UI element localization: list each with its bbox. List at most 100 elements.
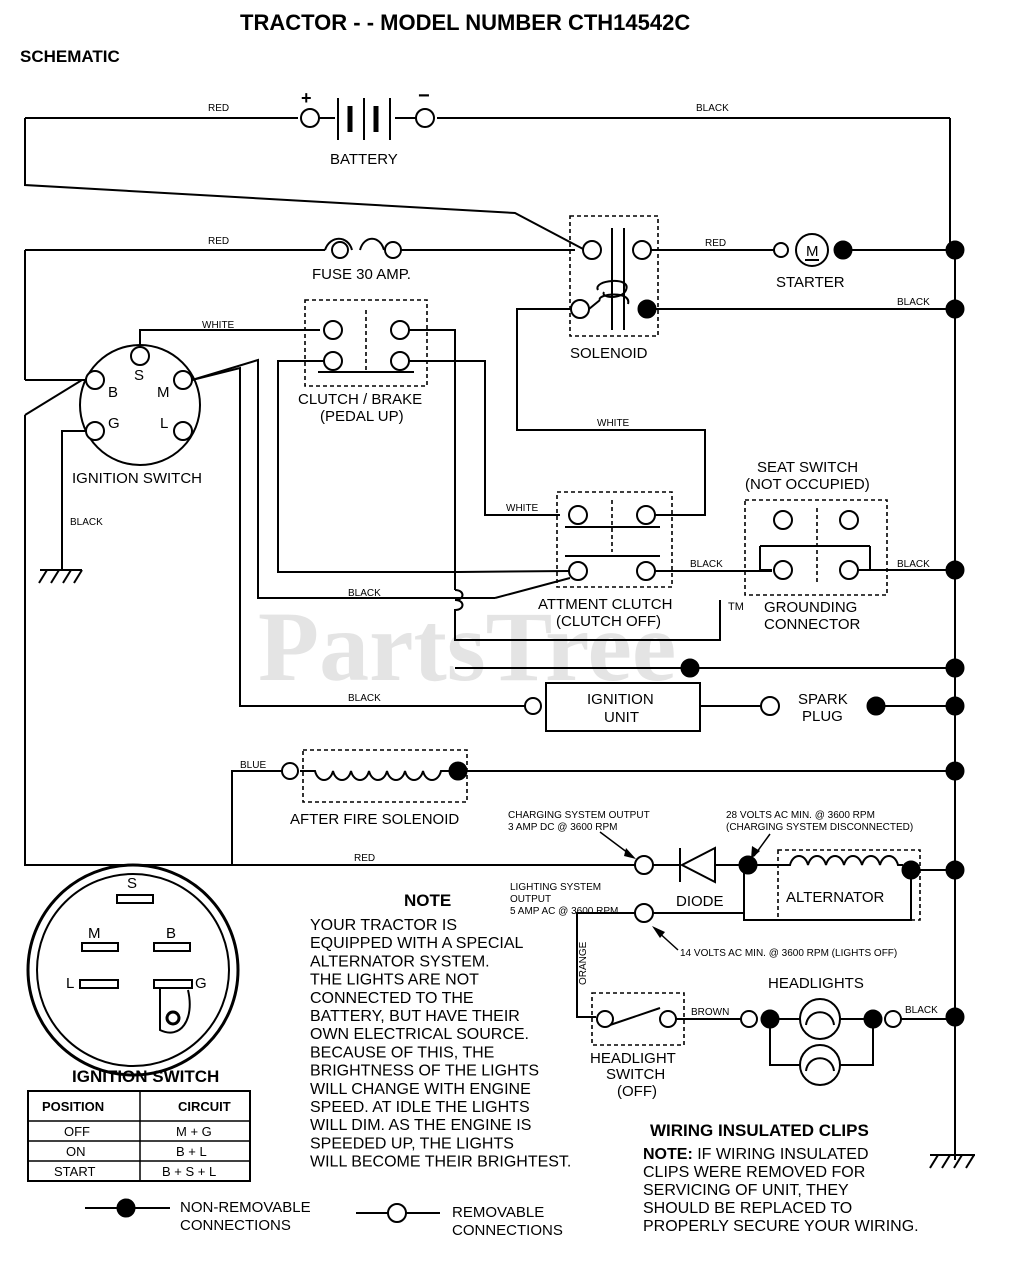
ignition-switch-label: IGNITION SWITCH bbox=[72, 470, 202, 487]
clips-line: CLIPS WERE REMOVED FOR bbox=[643, 1164, 865, 1181]
clips-line: SERVICING OF UNIT, THEY bbox=[643, 1182, 849, 1199]
ign-terminal-g: G bbox=[108, 415, 120, 432]
page-subtitle: SCHEMATIC bbox=[20, 47, 120, 66]
wire-label-red-top: RED bbox=[208, 103, 229, 114]
grounding-connector-label: GROUNDING bbox=[764, 599, 857, 616]
battery: + − BATTERY RED BLACK bbox=[24, 85, 951, 251]
starter-label: STARTER bbox=[776, 274, 845, 291]
seat-switch-sublabel: (NOT OCCUPIED) bbox=[745, 476, 870, 493]
ignition-switch-face: S M B L G bbox=[26, 863, 240, 1077]
wire-solenoid-to-attm bbox=[516, 308, 706, 516]
clutch-brake-sublabel: (PEDAL UP) bbox=[320, 408, 404, 425]
wire-label-black-ign: BLACK bbox=[70, 517, 103, 528]
lighting-spec-line2: OUTPUT bbox=[510, 894, 551, 905]
face-l: L bbox=[66, 975, 74, 992]
attm-clutch-sublabel: (CLUTCH OFF) bbox=[556, 613, 661, 630]
wire-label-blue: BLUE bbox=[240, 760, 266, 771]
charging-spec-line2: 3 AMP DC @ 3600 RPM bbox=[508, 822, 617, 833]
face-b: B bbox=[166, 925, 176, 942]
wire-label-black-seat-right: BLACK bbox=[897, 559, 930, 570]
clips-line: SHOULD BE REPLACED TO bbox=[643, 1200, 852, 1217]
ignition-switch: S B M G L IGNITION SWITCH WHITE BLACK bbox=[24, 320, 530, 866]
charging-circuit: RED CHARGING SYSTEM OUTPUT 3 AMP DC @ 36… bbox=[232, 810, 913, 910]
wire-label-white-mid: WHITE bbox=[597, 418, 630, 429]
wire-label-brown: BROWN bbox=[691, 1007, 729, 1018]
wire-label-black-attm-right: BLACK bbox=[690, 559, 723, 570]
clips-block: WIRING INSULATED CLIPS NOTE: IF WIRING I… bbox=[643, 1121, 919, 1235]
starter: M STARTER RED BLACK bbox=[651, 233, 950, 310]
wire-label-orange: ORANGE bbox=[578, 941, 589, 985]
note-line: EQUIPPED WITH A SPECIAL bbox=[310, 935, 523, 952]
headlight-switch-state: (OFF) bbox=[617, 1083, 657, 1100]
seat-switch-label: SEAT SWITCH bbox=[757, 459, 858, 476]
solenoid-label: SOLENOID bbox=[570, 345, 648, 362]
note-line: WILL CHANGE WITH ENGINE bbox=[310, 1081, 531, 1098]
solenoid: SOLENOID bbox=[569, 215, 659, 362]
wire-label-red-alt: RED bbox=[354, 853, 375, 864]
volts14-spec: 14 VOLTS AC MIN. @ 3600 RPM (LIGHTS OFF) bbox=[680, 948, 897, 959]
clips-heading: WIRING INSULATED CLIPS bbox=[650, 1121, 869, 1140]
seat-switch: SEAT SWITCH (NOT OCCUPIED) BLACK GROUNDI… bbox=[744, 459, 950, 633]
legend-removable-line2: CONNECTIONS bbox=[452, 1222, 563, 1239]
ign-table-header-position: POSITION bbox=[42, 1099, 104, 1114]
face-m: M bbox=[88, 925, 101, 942]
wire-label-black-attm-left: BLACK bbox=[348, 588, 381, 599]
volts28-spec-line2: (CHARGING SYSTEM DISCONNECTED) bbox=[726, 822, 913, 833]
note-line: THE LIGHTS ARE NOT bbox=[310, 972, 479, 989]
charging-spec-line1: CHARGING SYSTEM OUTPUT bbox=[508, 810, 650, 821]
headlight-switch: HEADLIGHT SWITCH (OFF) BROWN bbox=[590, 992, 741, 1100]
ign-table-cell: ON bbox=[66, 1144, 86, 1159]
wire-label-black-top: BLACK bbox=[696, 103, 729, 114]
spark-plug: SPARK PLUG bbox=[798, 691, 950, 725]
ign-table-header-circuit: CIRCUIT bbox=[178, 1099, 231, 1114]
ground-bus-junction bbox=[680, 658, 700, 678]
battery-plus-sign: + bbox=[301, 88, 312, 108]
battery-label: BATTERY bbox=[330, 151, 398, 168]
ign-terminal-l: L bbox=[160, 415, 168, 432]
watermark-tm: TM bbox=[728, 601, 744, 613]
clips-note-label: NOTE: bbox=[643, 1146, 693, 1163]
fuse-label: FUSE 30 AMP. bbox=[312, 266, 411, 283]
spark-plug-label: SPARK bbox=[798, 691, 848, 708]
clips-line: PROPERLY SECURE YOUR WIRING. bbox=[643, 1218, 919, 1235]
ign-terminal-m: M bbox=[157, 384, 170, 401]
lighting-spec-line1: LIGHTING SYSTEM bbox=[510, 882, 601, 893]
fuse-30-amp: FUSE 30 AMP. RED bbox=[24, 236, 575, 380]
ignition-unit-sublabel: UNIT bbox=[604, 709, 639, 726]
legend-nonremovable-line1: NON-REMOVABLE bbox=[180, 1199, 311, 1216]
diode-label: DIODE bbox=[676, 893, 724, 910]
wire-label-red-fuse: RED bbox=[208, 236, 229, 247]
note-line: SPEEDED UP, THE LIGHTS bbox=[310, 1135, 514, 1152]
wire-label-white-attm: WHITE bbox=[506, 503, 539, 514]
note-line: YOUR TRACTOR IS bbox=[310, 917, 457, 934]
ignition-unit: BLACK IGNITION UNIT bbox=[348, 682, 780, 732]
ignition-unit-label: IGNITION bbox=[587, 691, 654, 708]
ign-table-heading: IGNITION SWITCH bbox=[72, 1067, 219, 1086]
attm-clutch-label: ATTMENT CLUTCH bbox=[538, 596, 672, 613]
note-line: ALTERNATOR SYSTEM. bbox=[310, 953, 490, 970]
face-s: S bbox=[127, 875, 137, 892]
volts28-spec-line1: 28 VOLTS AC MIN. @ 3600 RPM bbox=[726, 810, 875, 821]
battery-positive-terminal bbox=[300, 108, 320, 128]
headlights-label: HEADLIGHTS bbox=[768, 975, 864, 992]
clutch-brake-label: CLUTCH / BRAKE bbox=[298, 391, 422, 408]
clips-line1: IF WIRING INSULATED bbox=[693, 1146, 869, 1163]
wire-label-black-head: BLACK bbox=[905, 1005, 938, 1016]
ignition-switch-table: IGNITION SWITCH POSITION CIRCUIT OFF M +… bbox=[27, 1067, 251, 1182]
wire-label-red-starter: RED bbox=[705, 238, 726, 249]
clutch-brake-switch: CLUTCH / BRAKE (PEDAL UP) bbox=[277, 299, 721, 641]
ign-table-cell: START bbox=[54, 1164, 95, 1179]
clips-first-line: NOTE: IF WIRING INSULATED bbox=[643, 1146, 869, 1163]
grounding-connector-sublabel: CONNECTOR bbox=[764, 616, 861, 633]
note-line: WILL DIM. AS THE ENGINE IS bbox=[310, 1117, 531, 1134]
legend-removable-line1: REMOVABLE bbox=[452, 1204, 544, 1221]
headlights: HEADLIGHTS BLACK bbox=[740, 975, 950, 1086]
starter-m: M bbox=[806, 243, 819, 260]
wire-label-white-clutch: WHITE bbox=[202, 320, 235, 331]
note-line: OWN ELECTRICAL SOURCE. bbox=[310, 1026, 529, 1043]
